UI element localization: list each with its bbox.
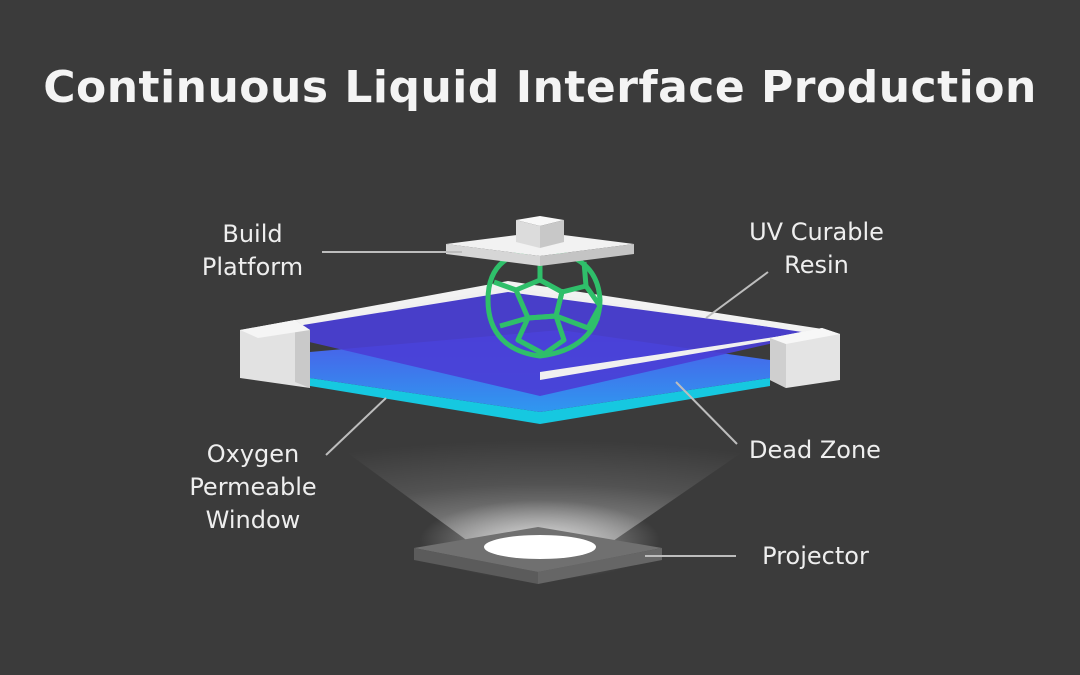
label-dead-zone: Dead Zone: [749, 436, 881, 464]
projector: [414, 527, 662, 584]
vat-left-block: [240, 320, 310, 388]
leader-uv-resin: [705, 271, 769, 319]
vat-right-block: [770, 328, 840, 388]
leader-dead-zone: [675, 381, 738, 445]
diagram-title: Continuous Liquid Interface Production: [43, 62, 1037, 113]
label-oxygen-permeable-window: Oxygen Permeable Window: [189, 440, 317, 534]
oxygen-permeable-window: [310, 378, 770, 424]
build-platform: [446, 216, 634, 266]
label-build-platform: Build Platform: [201, 220, 304, 281]
label-uv-curable-resin: UV Curable Resin: [749, 218, 884, 279]
label-projector: Projector: [762, 542, 869, 570]
vat-rim: [258, 284, 822, 380]
leader-oxygen-window: [325, 397, 387, 456]
light-beam: [330, 440, 760, 550]
projector-lens: [484, 535, 596, 559]
